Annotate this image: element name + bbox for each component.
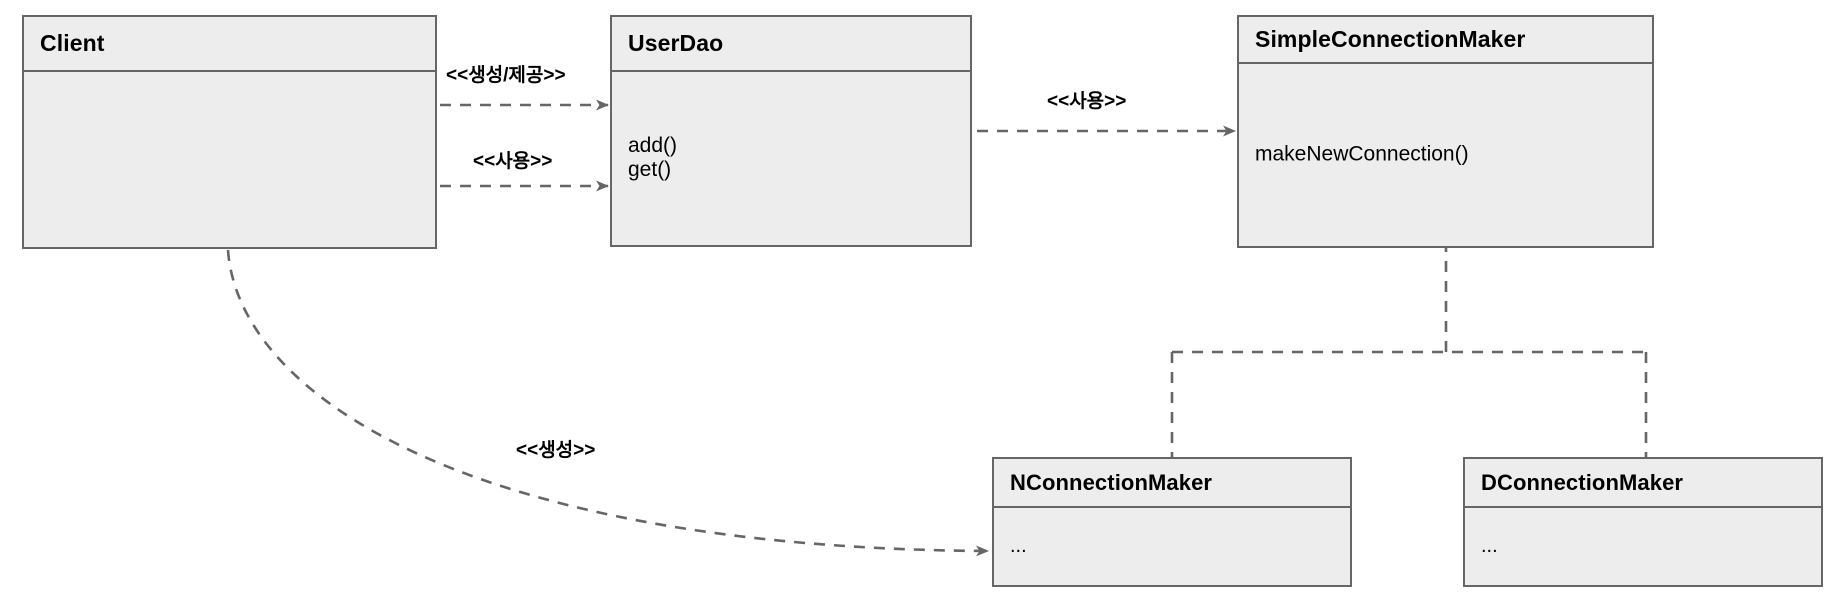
- uml-class-name-client: Client: [40, 30, 105, 56]
- uml-member-simple-connection-maker-0: makeNewConnection(): [1255, 142, 1469, 166]
- uml-class-header-n-connection-maker: NConnectionMaker: [994, 459, 1350, 508]
- relation-line-client-creates-nconnectionmaker: [226, 249, 989, 557]
- relation-label-userdao-uses-connectionmaker: <<사용>>: [1047, 91, 1127, 112]
- uml-member-user-dao-0: add(): [628, 133, 678, 157]
- uml-class-header-d-connection-maker: DConnectionMaker: [1465, 459, 1821, 508]
- uml-class-header-user-dao: UserDao: [612, 17, 970, 72]
- uml-class-header-client: Client: [24, 17, 435, 72]
- uml-class-body-n-connection-maker: ...: [994, 508, 1350, 585]
- uml-class-n-connection-maker[interactable]: NConnectionMaker...: [992, 457, 1352, 587]
- uml-class-name-user-dao: UserDao: [628, 30, 724, 56]
- uml-class-d-connection-maker[interactable]: DConnectionMaker...: [1463, 457, 1823, 587]
- uml-class-name-n-connection-maker: NConnectionMaker: [1010, 469, 1213, 495]
- uml-member-list-user-dao: add()get(): [628, 134, 677, 184]
- uml-member-user-dao-1: get(): [628, 158, 672, 182]
- uml-class-simple-connection-maker[interactable]: SimpleConnectionMaker makeNewConnection(): [1237, 15, 1654, 248]
- relation-label-client-creates-userdao: <<생성/제공>>: [446, 65, 566, 86]
- uml-class-body-user-dao: add()get(): [612, 72, 970, 245]
- uml-member-n-connection-maker-0: ...: [1010, 534, 1027, 557]
- relation-label-client-creates-nconnectionmaker: <<생성>>: [516, 440, 596, 461]
- relation-label-client-uses-userdao: <<사용>>: [473, 151, 553, 172]
- uml-class-client[interactable]: Client: [22, 15, 437, 249]
- uml-class-header-simple-connection-maker: SimpleConnectionMaker: [1239, 17, 1652, 64]
- uml-class-user-dao[interactable]: UserDao add()get(): [610, 15, 972, 247]
- uml-member-list-n-connection-maker: ...: [1010, 535, 1027, 559]
- uml-class-body-client: [24, 72, 435, 247]
- uml-member-d-connection-maker-0: ...: [1481, 534, 1498, 557]
- uml-class-name-simple-connection-maker: SimpleConnectionMaker: [1255, 26, 1526, 52]
- uml-class-body-d-connection-maker: ...: [1465, 508, 1821, 585]
- uml-class-body-simple-connection-maker: makeNewConnection(): [1239, 64, 1652, 246]
- uml-member-list-simple-connection-maker: makeNewConnection(): [1255, 143, 1469, 168]
- uml-member-list-d-connection-maker: ...: [1481, 535, 1498, 559]
- uml-class-name-d-connection-maker: DConnectionMaker: [1481, 469, 1684, 495]
